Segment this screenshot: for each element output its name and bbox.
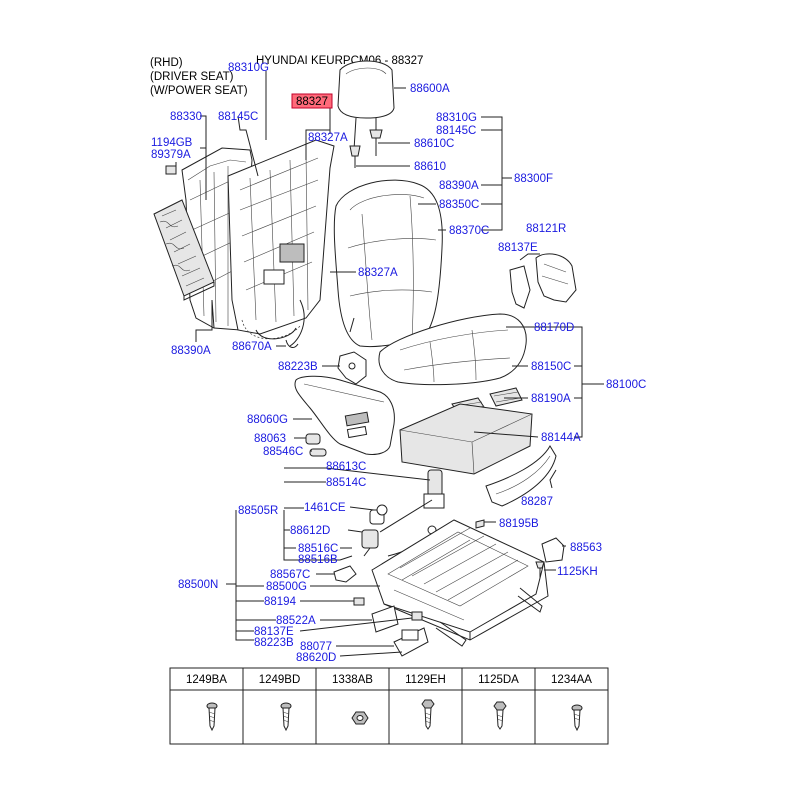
flange-bolt-icon xyxy=(493,701,507,730)
part-label: 88310G xyxy=(228,62,269,74)
part-label: 88670A xyxy=(232,341,272,353)
wire-harness-drawing xyxy=(289,299,305,347)
part-label: 88100C xyxy=(606,379,646,391)
part-label: 88145C xyxy=(218,111,258,123)
part-label: 88514C xyxy=(326,477,366,489)
part-label: 88170D xyxy=(534,322,574,334)
table-header: 1249BA xyxy=(186,674,227,686)
note-driver-seat: (DRIVER SEAT) xyxy=(150,71,234,83)
nut-icon xyxy=(351,711,369,725)
part-label: 88500G xyxy=(266,581,307,593)
part-label: 88077 xyxy=(300,641,332,653)
part-label: 88330 xyxy=(170,111,202,123)
side-cover-small-drawing xyxy=(509,265,531,309)
part-label: 88223B xyxy=(254,637,294,649)
clip-1461ce-drawing xyxy=(376,504,388,516)
part-label: 88137E xyxy=(498,242,538,254)
part-label: 88300F xyxy=(514,173,553,185)
seatback-cover-drawing xyxy=(333,179,443,347)
part-label: 1461CE xyxy=(304,502,346,514)
fastener-table: 1249BA 1249BD 1338AB 1129EH 1125DA 1234A… xyxy=(169,667,609,745)
front-cover-drawing xyxy=(485,445,557,507)
part-label: 88137E xyxy=(254,626,294,638)
screw-bolt-icon xyxy=(571,704,583,732)
part-label: 88612D xyxy=(290,525,330,537)
part-label: 88546C xyxy=(263,446,303,458)
note-rhd: (RHD) xyxy=(150,57,183,69)
note-power-seat: (W/POWER SEAT) xyxy=(150,85,248,97)
part-label: 88516B xyxy=(298,554,338,566)
knob-drawing xyxy=(305,433,327,457)
seat-cushion-cover-drawing xyxy=(378,313,527,386)
headrest-guides-drawing xyxy=(349,129,383,168)
part-label: 88516C xyxy=(298,543,338,555)
part-label: 88370C xyxy=(449,225,489,237)
part-label: 88620D xyxy=(296,652,336,664)
part-label: 88145C xyxy=(436,125,476,137)
table-header: 1234AA xyxy=(551,674,592,686)
part-label: 88610 xyxy=(414,161,446,173)
part-label: 88505R xyxy=(238,505,278,517)
seatback-frame-drawing xyxy=(211,139,335,348)
part-label: 88195B xyxy=(499,518,539,530)
part-label: 88522A xyxy=(276,615,316,627)
part-label: 88500N xyxy=(178,579,218,591)
part-label: 88144A xyxy=(541,432,581,444)
part-label: 88063 xyxy=(254,433,286,445)
part-label: 88563 xyxy=(570,542,602,554)
part-label: 88190A xyxy=(531,393,571,405)
part-label: 1194GB xyxy=(151,137,193,149)
screw-bolt-icon xyxy=(280,702,292,732)
small-parts-drawing xyxy=(333,519,565,657)
lumbar-pad-drawing xyxy=(153,199,215,301)
motor-assembly-drawing xyxy=(361,469,445,557)
part-label: 88610C xyxy=(414,138,454,150)
table-header: 1125DA xyxy=(478,674,519,686)
part-label: 88390A xyxy=(171,345,211,357)
part-label: 88150C xyxy=(531,361,571,373)
part-label: 88194 xyxy=(264,596,297,608)
part-label: 88390A xyxy=(439,180,479,192)
part-label: 1125KH xyxy=(557,566,598,578)
part-label: 88327A xyxy=(358,267,398,279)
part-label: 88567C xyxy=(270,569,310,581)
screw-bolt-icon xyxy=(206,702,218,732)
part-label: 88223B xyxy=(278,361,318,373)
table-header: 1338AB xyxy=(332,674,373,686)
part-label: 88121R xyxy=(526,223,566,235)
part-label: 89379A xyxy=(151,149,191,161)
leader-lines xyxy=(165,71,604,657)
part-label: 88327A xyxy=(308,132,348,144)
part-label: 88060G xyxy=(247,414,288,426)
bracket-88223b-drawing xyxy=(337,351,367,385)
part-label: 88310G xyxy=(436,112,477,124)
seat-cushion-pad-drawing xyxy=(399,403,533,475)
flange-bolt-icon xyxy=(421,699,435,730)
part-label: 88600A xyxy=(410,83,450,95)
part-label: 88613C xyxy=(326,461,366,473)
recliner-cover-drawing xyxy=(535,253,577,303)
part-label: 88350C xyxy=(439,199,479,211)
table-header: 1129EH xyxy=(405,674,446,686)
side-shield-drawing xyxy=(294,375,395,455)
part-label: 88287 xyxy=(521,496,553,508)
diagram-title: HYUNDAI KEURPCM06 - 88327 xyxy=(256,55,423,67)
headrest-drawing xyxy=(337,60,395,152)
highlighted-part-code: 88327 xyxy=(296,96,328,108)
part-labels: 88310G 88600A 88330 88145C 88327A 1194GB… xyxy=(151,62,646,664)
seat-track-frame-drawing xyxy=(371,519,549,647)
highlight-box xyxy=(291,93,333,109)
table-header: 1249BD xyxy=(259,674,301,686)
